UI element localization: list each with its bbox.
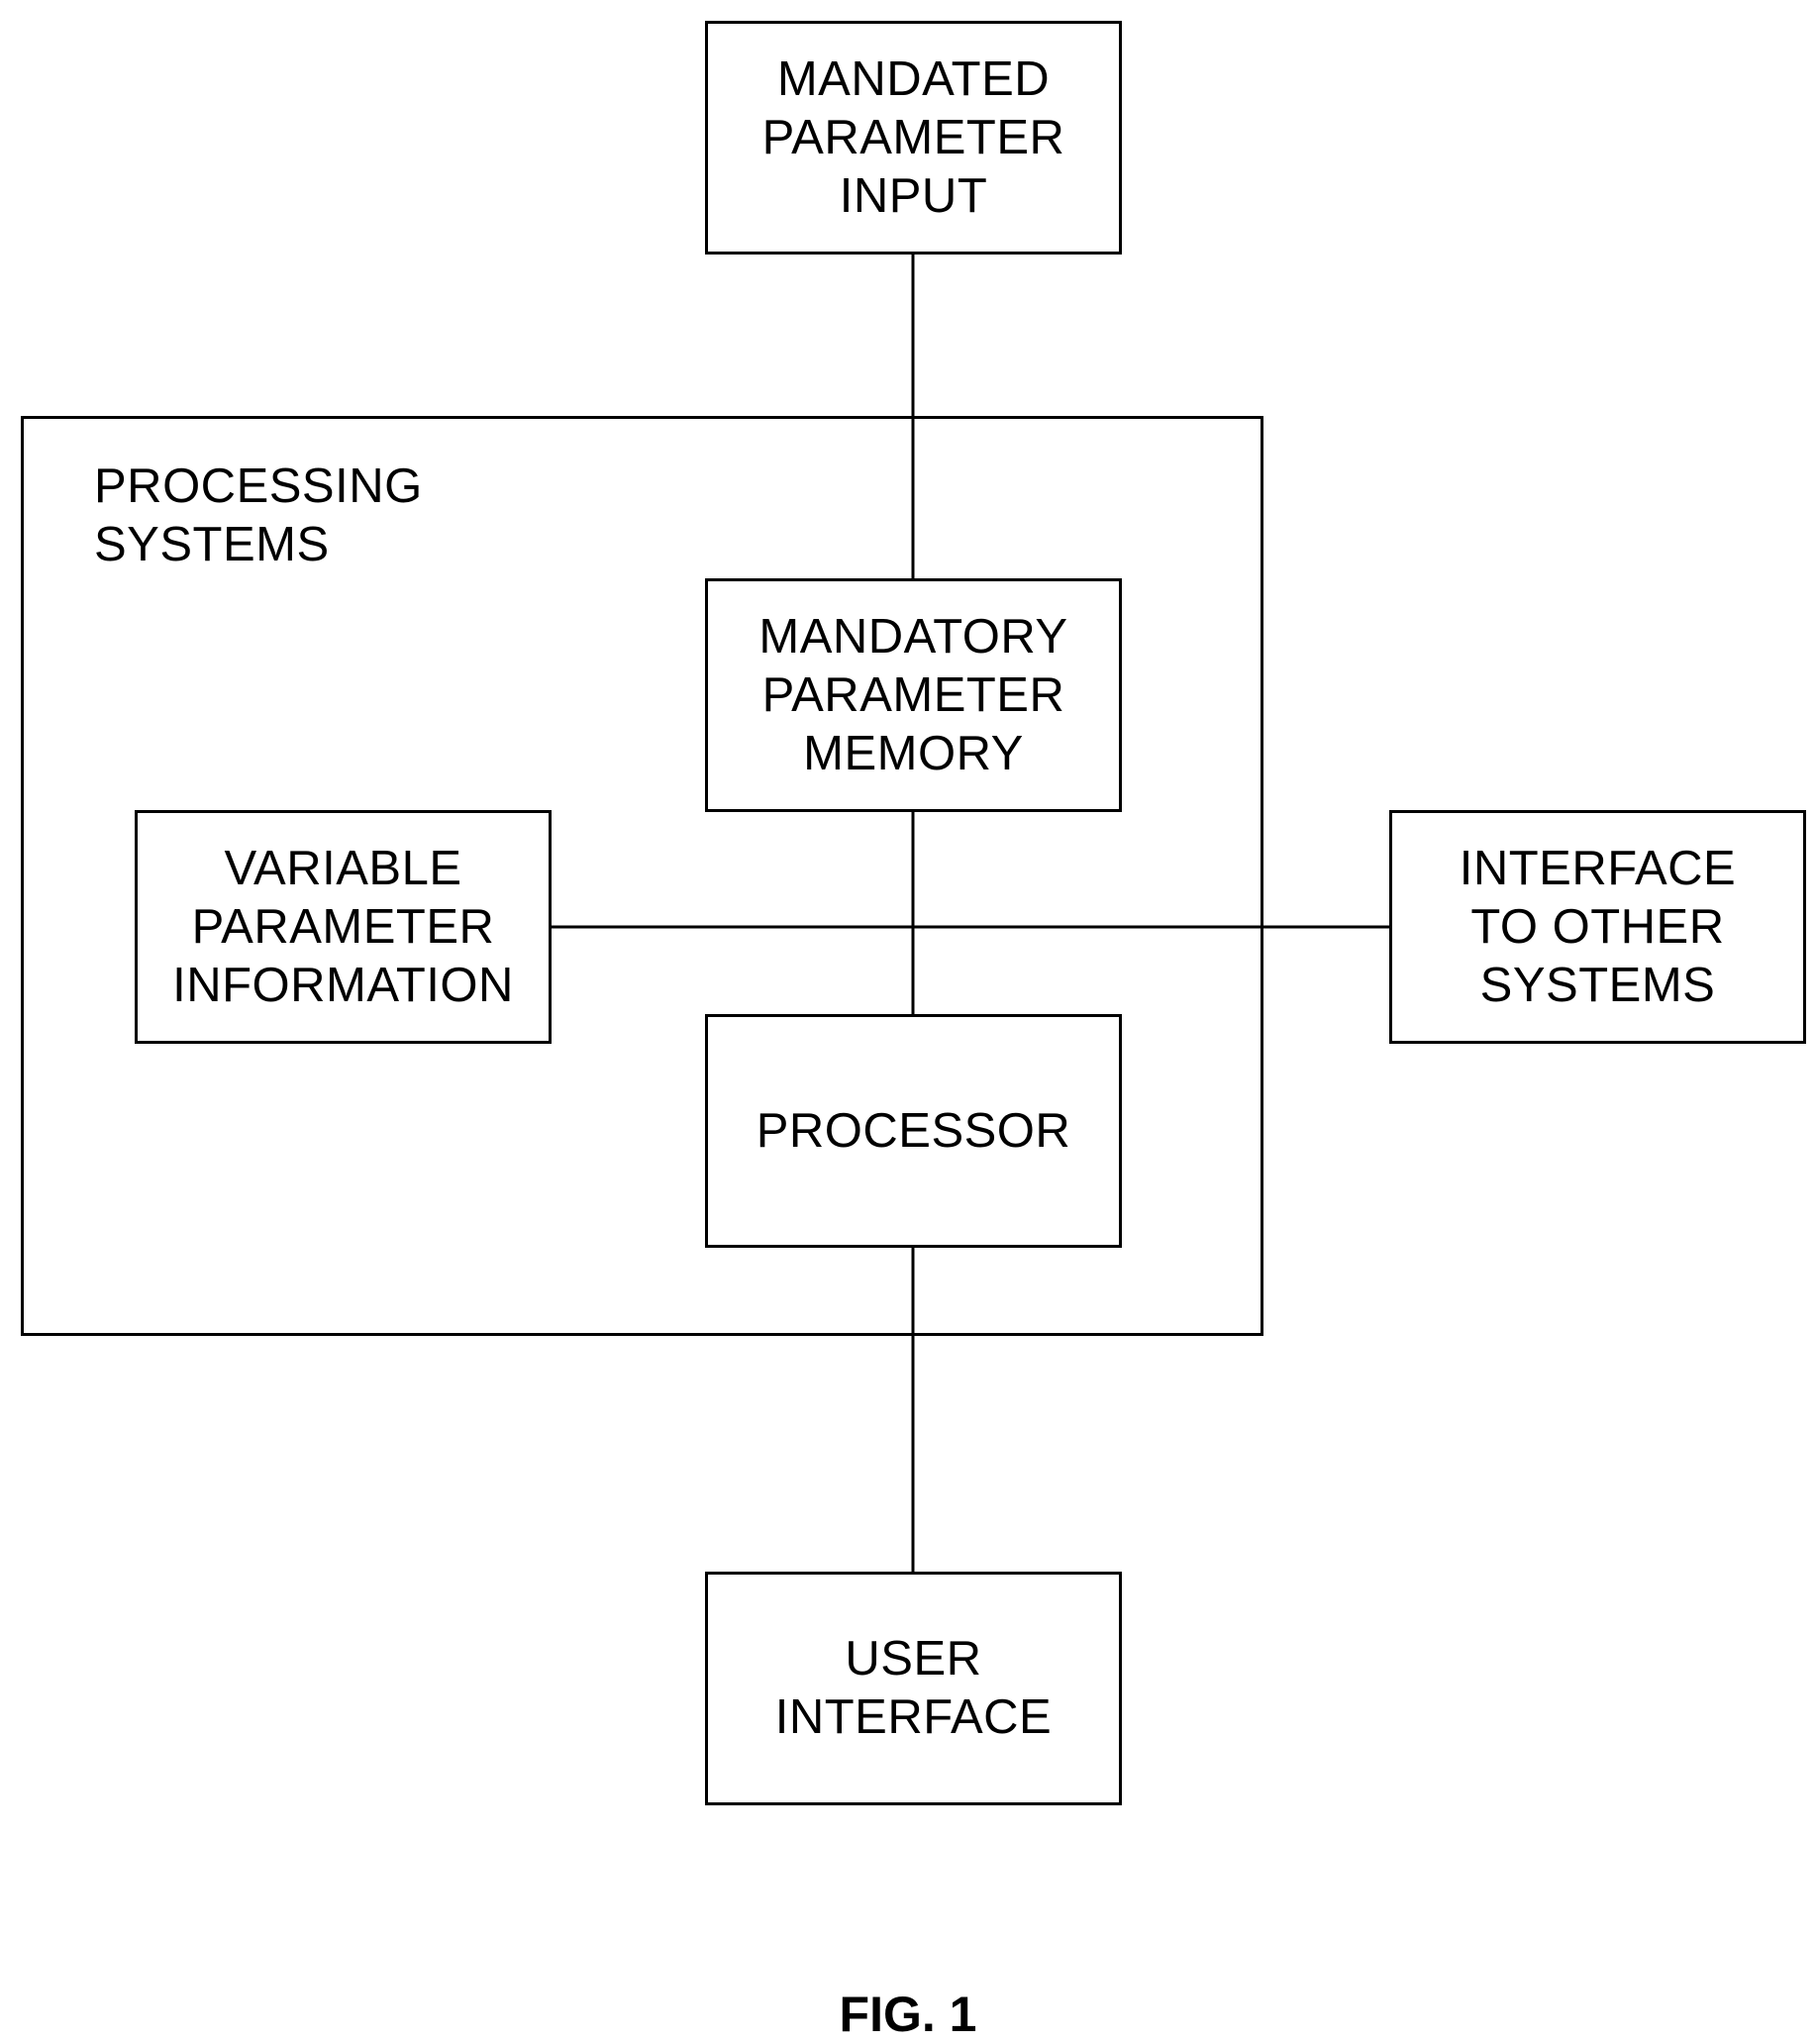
- interface-to-other-systems-box: INTERFACE TO OTHER SYSTEMS: [1389, 810, 1806, 1044]
- processor-label: PROCESSOR: [757, 1102, 1071, 1161]
- user-interface-box: USER INTERFACE: [705, 1572, 1122, 1805]
- mandated-parameter-input-label: MANDATED PARAMETER INPUT: [762, 51, 1065, 226]
- figure-label: FIG. 1: [0, 1987, 1816, 2042]
- interface-to-other-systems-label: INTERFACE TO OTHER SYSTEMS: [1460, 840, 1736, 1015]
- user-interface-label: USER INTERFACE: [775, 1630, 1052, 1747]
- variable-parameter-information-label: VARIABLE PARAMETER INFORMATION: [172, 840, 514, 1015]
- variable-parameter-information-box: VARIABLE PARAMETER INFORMATION: [135, 810, 552, 1044]
- mandatory-parameter-memory-box: MANDATORY PARAMETER MEMORY: [705, 578, 1122, 812]
- processor-box: PROCESSOR: [705, 1014, 1122, 1248]
- processing-systems-label: PROCESSING SYSTEMS: [94, 458, 423, 574]
- mandatory-parameter-memory-label: MANDATORY PARAMETER MEMORY: [758, 608, 1067, 783]
- mandated-parameter-input-box: MANDATED PARAMETER INPUT: [705, 21, 1122, 255]
